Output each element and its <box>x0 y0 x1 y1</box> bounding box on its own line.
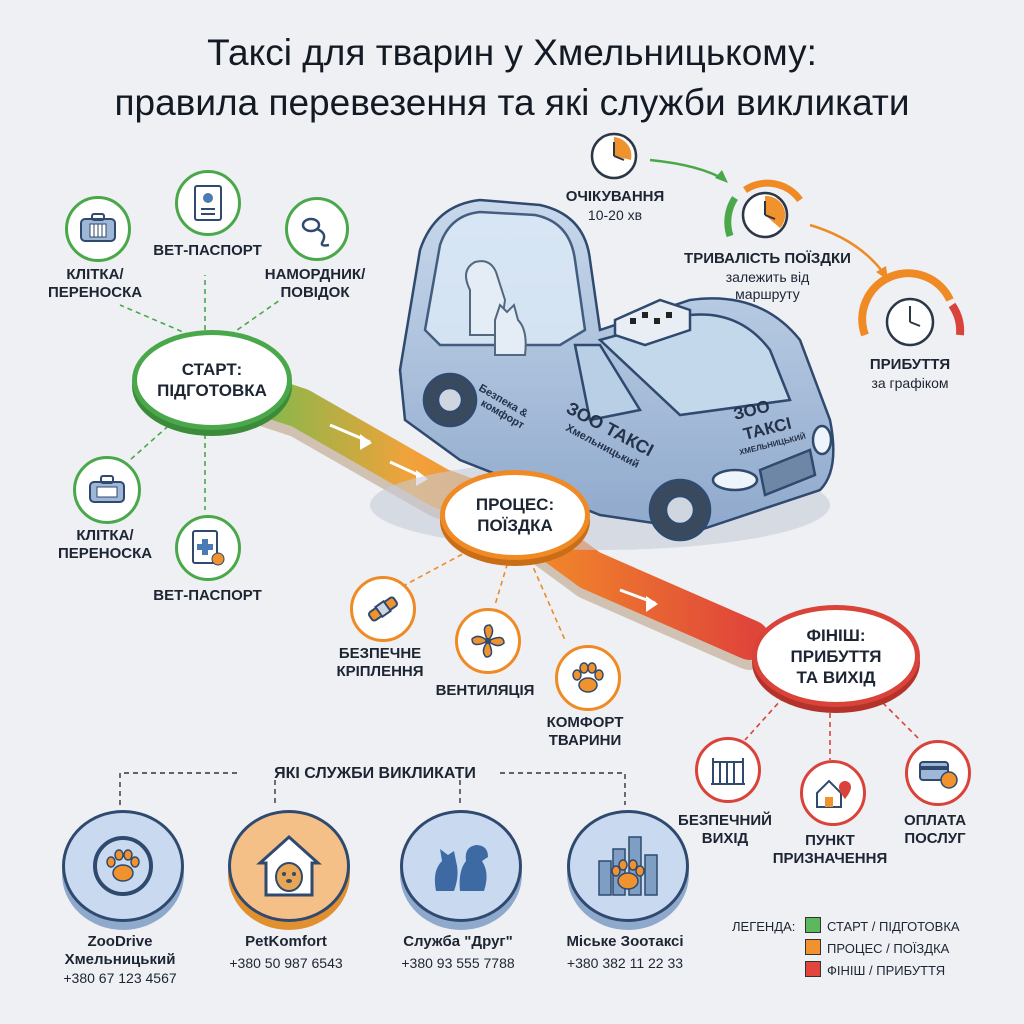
stage-finish-line3: та вихід <box>796 667 876 687</box>
service-1-phone[interactable]: +380 67 123 4567 <box>63 970 177 986</box>
duration-sub2: маршруту <box>735 286 800 302</box>
start-item-5-l1: Вет-паспорт <box>153 587 262 604</box>
finish-item-3-l1: Оплата <box>903 812 967 829</box>
service-2-phone[interactable]: +380 50 987 6543 <box>229 955 343 971</box>
legend-item-3: Фініш / прибуття <box>805 961 1015 981</box>
arrival-label: Прибуття <box>869 356 951 373</box>
finish-item-1-l1: Безпечний <box>678 812 772 829</box>
paw-steering-wheel-icon <box>62 810 184 922</box>
service-3-phone[interactable]: +380 93 555 7788 <box>401 955 515 971</box>
dog-house-icon <box>228 810 350 922</box>
finish-item-3-l2: послуг <box>904 830 966 847</box>
legend-swatch-green <box>805 917 821 933</box>
vet-passport-icon <box>175 515 241 581</box>
carrier-icon <box>65 196 131 262</box>
process-item-3-l2: тварини <box>548 732 622 749</box>
duration-sub1: залежить від <box>725 269 810 285</box>
legend-item-1-text: Старт / підготовка <box>827 919 960 934</box>
page-title-line2: правила перевезення та які служби виклик… <box>114 82 910 123</box>
process-item-2-l1: Вентиляція <box>435 682 535 699</box>
finish-item-2-l1: Пункт <box>805 832 855 849</box>
stage-start-line2: підготовка <box>157 381 267 400</box>
waiting-label: Очікування <box>565 188 665 205</box>
duration-label: Тривалість поїздки <box>684 250 851 267</box>
start-item-2-l1: Вет-паспорт <box>153 242 262 259</box>
seatbelt-icon <box>350 576 416 642</box>
start-item-4-l1: Клітка/ <box>76 527 134 544</box>
muzzle-leash-icon <box>285 197 349 261</box>
clock-icon-arrival <box>858 269 965 347</box>
finish-item-2-l2: призначення <box>772 850 888 867</box>
stage-finish-line2: прибуття <box>790 646 882 666</box>
finish-item-1-l2: вихід <box>701 830 749 847</box>
start-item-1-l1: Клітка/ <box>66 266 124 283</box>
process-item-3-l1: Комфорт <box>546 714 624 731</box>
legend-swatch-orange <box>805 939 821 955</box>
legend-item-2: Процес / поїздка <box>805 939 1015 959</box>
stage-finish-line1: Фініш: <box>806 625 866 645</box>
service-1-name2: Хмельницький <box>64 951 176 968</box>
paw-icon <box>555 645 621 711</box>
service-1-name1: ZooDrive <box>87 933 153 950</box>
start-item-3-l1: Намордник/ <box>264 266 366 283</box>
arrival-sub: за графіком <box>871 375 949 391</box>
process-connectors <box>404 549 566 641</box>
carrier-icon <box>73 456 141 524</box>
start-item-3-l2: повідок <box>280 284 350 301</box>
city-paw-icon <box>567 810 689 922</box>
fan-icon <box>455 608 521 674</box>
waiting-sub: 10-20 хв <box>587 207 643 223</box>
home-location-icon <box>800 760 866 826</box>
dog-cat-silhouette-icon <box>400 810 522 922</box>
legend-item-3-text: Фініш / прибуття <box>827 963 946 978</box>
legend-label: Легенда: <box>732 919 796 934</box>
stage-process: Процес: поїздка <box>440 470 590 560</box>
legend-item-2-text: Процес / поїздка <box>827 941 950 956</box>
passport-icon <box>175 170 241 236</box>
start-item-4-l2: переноска <box>57 545 153 562</box>
legend-swatch-red <box>805 961 821 977</box>
page-title-line1: Таксі для тварин у Хмельницькому: <box>207 32 817 73</box>
stage-start-line1: Старт: <box>181 360 243 379</box>
service-2-name1: PetKomfort <box>245 933 327 950</box>
process-item-1-l2: кріплення <box>336 663 424 680</box>
service-4-phone[interactable]: +380 382 11 22 33 <box>566 955 684 971</box>
cat-icon <box>494 303 527 356</box>
stage-process-line1: Процес: <box>475 495 555 514</box>
services-heading: Які служби викликати <box>274 765 476 782</box>
services-bracket <box>119 772 626 805</box>
stage-process-line2: поїздка <box>477 516 553 535</box>
start-connectors <box>119 275 281 510</box>
payment-icon <box>905 740 971 806</box>
process-item-1-l1: Безпечне <box>338 645 422 662</box>
service-4-name1: Міське Зоотаксі <box>566 933 684 950</box>
legend-item-1: Старт / підготовка <box>805 917 1015 937</box>
clock-icon-duration <box>724 179 803 239</box>
stage-start: Старт: підготовка <box>132 330 292 430</box>
service-3-name1: Служба "Друг" <box>403 933 513 950</box>
gate-icon <box>695 737 761 803</box>
clock-icon-waiting <box>590 132 638 180</box>
start-item-1-l2: переноска <box>47 284 143 301</box>
stage-finish: Фініш:прибуттята вихід <box>752 605 920 707</box>
